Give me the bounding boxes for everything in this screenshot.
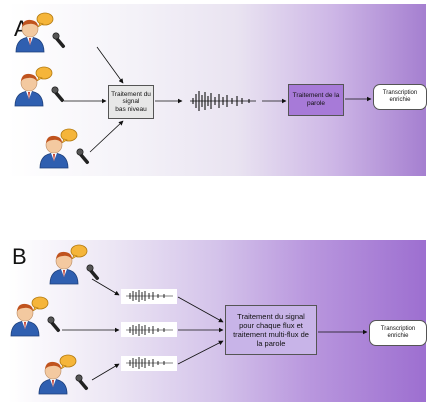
arrow-speaker1-to-signal: [96, 46, 124, 84]
multi-stream-processing-box: Traitement du signal pour chaque flux et…: [225, 305, 317, 355]
signal-box-line-1: Traitement du: [111, 91, 151, 99]
multi-box-line-2: pour chaque flux et: [239, 321, 303, 330]
arrow-b-speaker3-to-wave3: [91, 363, 120, 381]
transcription-a-line-1: Transcription: [382, 89, 418, 96]
arrow-speaker3-to-signal: [89, 120, 124, 153]
multi-box-line-4: la parole: [256, 339, 286, 348]
transcription-a-line-2: enrichie: [389, 97, 411, 103]
transcription-b-line-2: enrichie: [387, 333, 409, 339]
waveform-icon: [125, 356, 174, 370]
multi-box-line-3: traitement multi-flux de: [233, 330, 309, 339]
arrow-b-speaker1-to-wave1: [91, 278, 120, 296]
speech-processing-box: Traitement de la parole: [288, 84, 344, 116]
transcription-b-line-1: Transcription: [380, 325, 416, 332]
panel-letter-b: B: [12, 244, 27, 269]
parole-box-line-1: Traitement de la: [292, 92, 340, 100]
signal-processing-box: Traitement du signal bas niveau: [108, 85, 154, 119]
multi-box-line-1: Traitement du signal: [237, 312, 305, 321]
transcription-box-a: Transcription enrichie: [373, 84, 427, 110]
panel-a: A: [8, 4, 426, 176]
waveform-icon: [125, 323, 174, 337]
arrow-b-wave1-to-multi: [177, 296, 224, 323]
arrow-b-wave3-to-multi: [177, 340, 224, 365]
waveform-icon: [190, 91, 256, 111]
waveform-icon: [126, 290, 173, 302]
parole-box-line-2: parole: [306, 100, 326, 107]
signal-box-line-2: signal: [122, 98, 140, 106]
signal-box-line-3: bas niveau: [115, 105, 147, 113]
